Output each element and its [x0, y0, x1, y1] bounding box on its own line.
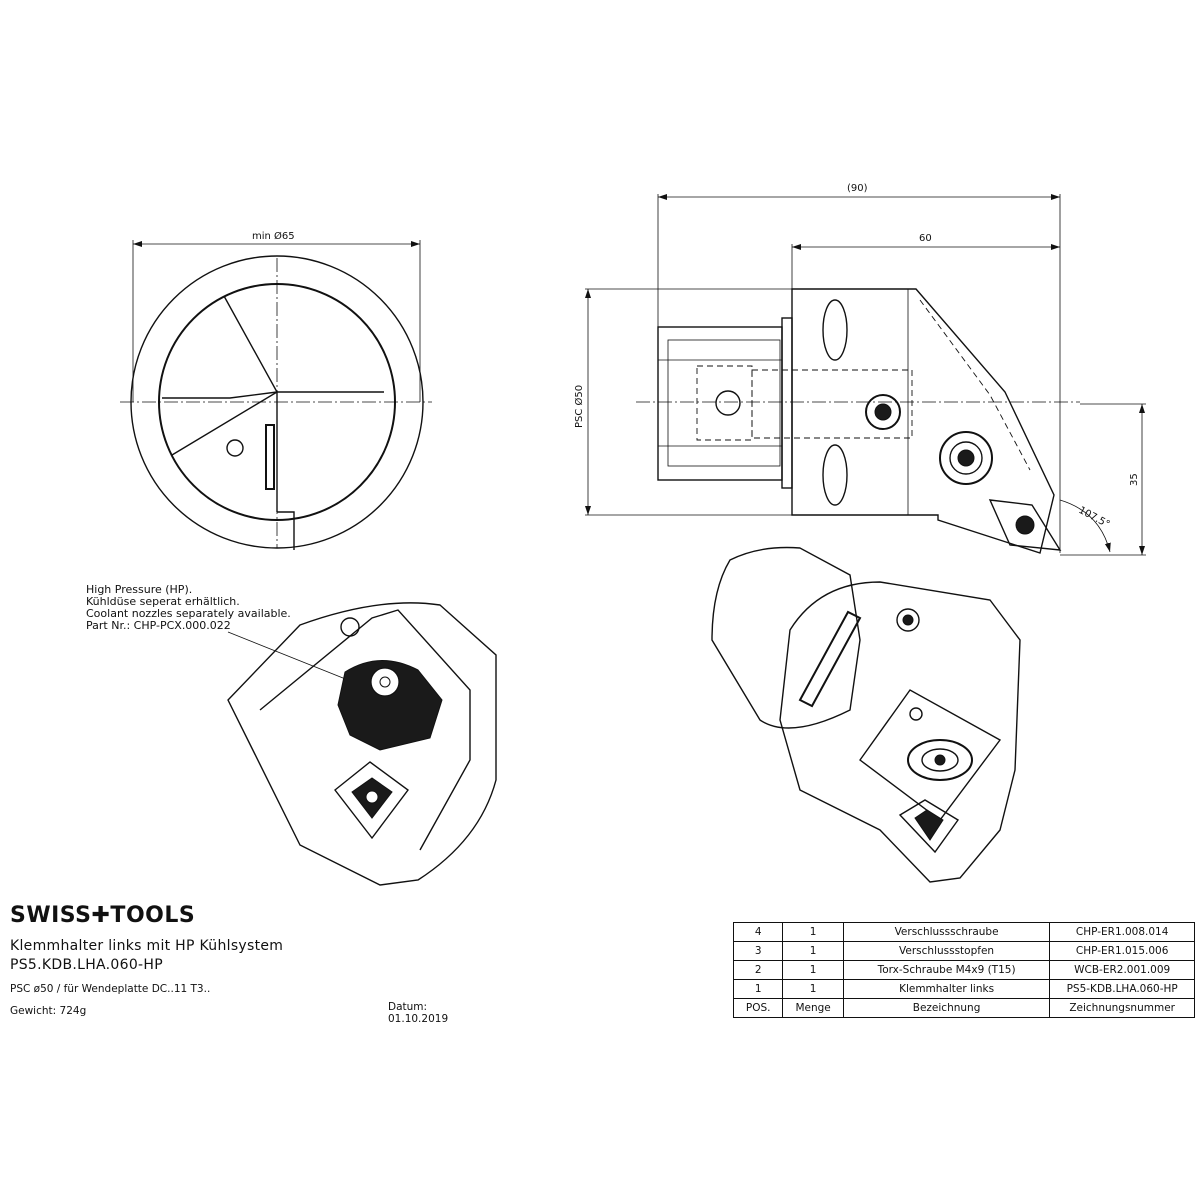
bom-number: CHP-ER1.015.006: [1049, 941, 1195, 961]
table-row: 3 1 Verschlussstopfen CHP-ER1.015.006: [732, 941, 1195, 961]
table-header-row: POS. Menge Bezeichnung Zeichnungsnummer: [732, 998, 1195, 1018]
bom-qty: 1: [782, 922, 844, 942]
detail-view: [227, 602, 497, 886]
dim-min-diameter: min Ø65: [252, 230, 295, 242]
dim-head-length: 60: [919, 233, 932, 244]
bill-of-materials: 4 1 Verschlussschraube CHP-ER1.008.014 3…: [732, 922, 1195, 1018]
date-label: Datum: 01.10.2019: [388, 1001, 449, 1025]
bom-desc: Klemmhalter links: [842, 979, 1051, 999]
bom-number: WCB-ER2.001.009: [1049, 960, 1195, 980]
bom-header-qty: Menge: [782, 998, 844, 1018]
bom-desc: Verschlussstopfen: [842, 941, 1051, 961]
weight-label: Gewicht: 724g: [10, 1005, 87, 1017]
brand-logo: SWISS✚TOOLS: [10, 903, 196, 928]
note-line-4: Part Nr.: CHP-PCX.000.022: [86, 619, 231, 632]
dim-offset: 35: [1129, 473, 1140, 486]
bom-number: CHP-ER1.008.014: [1049, 922, 1195, 942]
front-view: min Ø65: [120, 230, 432, 550]
dim-angle: 107.5°: [1077, 505, 1112, 531]
coolant-note: High Pressure (HP). Kühldüse seperat erh…: [86, 583, 369, 689]
bom-pos: 2: [732, 960, 784, 980]
dim-total-length: (90): [847, 183, 868, 194]
bom-desc: Torx-Schraube M4x9 (T15): [842, 960, 1051, 980]
bom-qty: 1: [782, 979, 844, 999]
bom-pos: 4: [732, 922, 784, 942]
bom-header-number: Zeichnungsnummer: [1049, 998, 1195, 1018]
part-number: PS5.KDB.LHA.060-HP: [10, 957, 163, 973]
note-line-1: High Pressure (HP).: [86, 583, 192, 596]
table-row: 1 1 Klemmhalter links PS5-KDB.LHA.060-HP: [732, 979, 1195, 999]
dim-psc-diameter: PSC Ø50: [573, 385, 585, 428]
bom-pos: 3: [732, 941, 784, 961]
bom-header-pos: POS.: [732, 998, 784, 1018]
table-row: 4 1 Verschlussschraube CHP-ER1.008.014: [732, 922, 1195, 942]
isometric-view: [711, 546, 1021, 883]
bom-qty: 1: [782, 960, 844, 980]
note-line-3: Coolant nozzles separately available.: [86, 607, 291, 620]
bom-header-desc: Bezeichnung: [842, 998, 1051, 1018]
table-row: 2 1 Torx-Schraube M4x9 (T15) WCB-ER2.001…: [732, 960, 1195, 980]
bom-desc: Verschlussschraube: [842, 922, 1051, 942]
spec-line: PSC ø50 / für Wendeplatte DC..11 T3..: [10, 983, 211, 995]
title-block: SWISS✚TOOLS Klemmhalter links mit HP Küh…: [10, 903, 490, 1025]
note-line-2: Kühldüse seperat erhältlich.: [86, 595, 240, 608]
drawing-title: Klemmhalter links mit HP Kühlsystem: [10, 938, 284, 954]
bom-qty: 1: [782, 941, 844, 961]
side-view: (90) 60 PSC Ø50 35 107.5°: [573, 183, 1146, 556]
bom-number: PS5-KDB.LHA.060-HP: [1049, 979, 1195, 999]
bom-pos: 1: [732, 979, 784, 999]
